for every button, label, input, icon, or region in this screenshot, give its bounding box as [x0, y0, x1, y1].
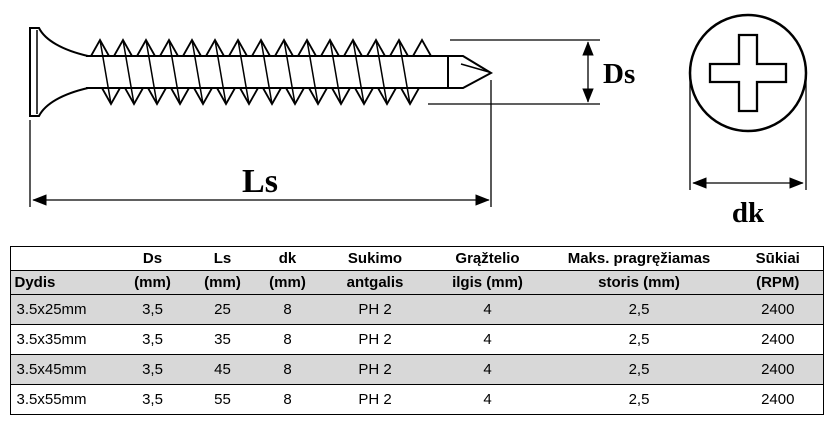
table-cell: 3.5x35mm	[10, 324, 115, 355]
header-cell-size: Dydis	[10, 270, 115, 295]
table-cell: 2400	[733, 294, 823, 325]
table-cell: 25	[190, 294, 255, 325]
table-cell: 3.5x45mm	[10, 354, 115, 385]
drill-tip	[447, 55, 494, 89]
header-cell-ls: Ls	[190, 246, 255, 271]
head-diameter-dimension: dk	[689, 76, 807, 229]
table-cell: 35	[190, 324, 255, 355]
header-cell: ilgis (mm)	[430, 270, 545, 295]
table-cell: 3.5x25mm	[10, 294, 115, 325]
header-cell-drill-length: Grąžtelio	[430, 246, 545, 271]
table-row: 3.5x55mm 3,5 55 8 PH 2 4 2,5 2400	[10, 384, 823, 415]
table-row: 3.5x45mm 3,5 45 8 PH 2 4 2,5 2400	[10, 354, 823, 385]
thread-diameter-label: Ds	[603, 58, 635, 90]
spec-table: Ds Ls dk Sukimo Grąžtelio Maks. pragręži…	[9, 246, 824, 415]
table-cell: 2400	[733, 324, 823, 355]
screw-shank	[86, 55, 448, 89]
table-cell: 2400	[733, 354, 823, 385]
table-cell: 4	[430, 354, 545, 385]
table-cell: 4	[430, 384, 545, 415]
header-cell: antgalis	[320, 270, 430, 295]
table-cell: 45	[190, 354, 255, 385]
table-cell: 3,5	[115, 294, 190, 325]
table-row: 3.5x35mm 3,5 35 8 PH 2 4 2,5 2400	[10, 324, 823, 355]
screw-head-front-view	[688, 13, 808, 133]
thread-diameter-dimension: Ds	[428, 39, 635, 105]
table-cell: PH 2	[320, 354, 430, 385]
table-cell: PH 2	[320, 324, 430, 355]
thread-helix-lines	[99, 39, 411, 105]
thread-teeth	[90, 38, 432, 106]
screw-side-view	[29, 27, 494, 117]
table-cell: 2,5	[545, 294, 733, 325]
header-row-2: Dydis (mm) (mm) (mm) antgalis ilgis (mm)…	[10, 270, 823, 295]
screw-technical-drawing: Ls Ds dk	[29, 13, 808, 229]
header-cell: storis (mm)	[545, 270, 733, 295]
head-circle	[688, 13, 808, 133]
phillips-recess-icon	[708, 33, 788, 113]
table-cell: PH 2	[320, 294, 430, 325]
screw-head	[29, 27, 89, 117]
header-cell: (RPM)	[733, 270, 823, 295]
header-cell-dk: dk	[255, 246, 320, 271]
header-cell-ds: Ds	[115, 246, 190, 271]
header-cell	[10, 246, 115, 271]
table-cell: 8	[255, 294, 320, 325]
header-cell-rpm: Sūkiai	[733, 246, 823, 271]
table-cell: 4	[430, 324, 545, 355]
table-cell: 3,5	[115, 384, 190, 415]
header-cell-bit: Sukimo	[320, 246, 430, 271]
header-cell: (mm)	[190, 270, 255, 295]
table-cell: 55	[190, 384, 255, 415]
table-cell: 8	[255, 324, 320, 355]
header-cell-max-thickness: Maks. pragręžiamas	[545, 246, 733, 271]
length-dimension: Ls	[29, 80, 492, 207]
table-cell: 2,5	[545, 384, 733, 415]
table-row: 3.5x25mm 3,5 25 8 PH 2 4 2,5 2400	[10, 294, 823, 325]
table-cell: 2400	[733, 384, 823, 415]
header-cell: (mm)	[115, 270, 190, 295]
table-cell: 3,5	[115, 324, 190, 355]
header-cell: (mm)	[255, 270, 320, 295]
header-row-1: Ds Ls dk Sukimo Grąžtelio Maks. pragręži…	[10, 246, 823, 271]
table-cell: PH 2	[320, 384, 430, 415]
head-diameter-label: dk	[732, 197, 765, 229]
table-cell: 2,5	[545, 324, 733, 355]
table-cell: 8	[255, 384, 320, 415]
table-cell: 4	[430, 294, 545, 325]
table-cell: 8	[255, 354, 320, 385]
table-cell: 3,5	[115, 354, 190, 385]
table-cell: 2,5	[545, 354, 733, 385]
table-cell: 3.5x55mm	[10, 384, 115, 415]
length-label: Ls	[242, 163, 278, 200]
